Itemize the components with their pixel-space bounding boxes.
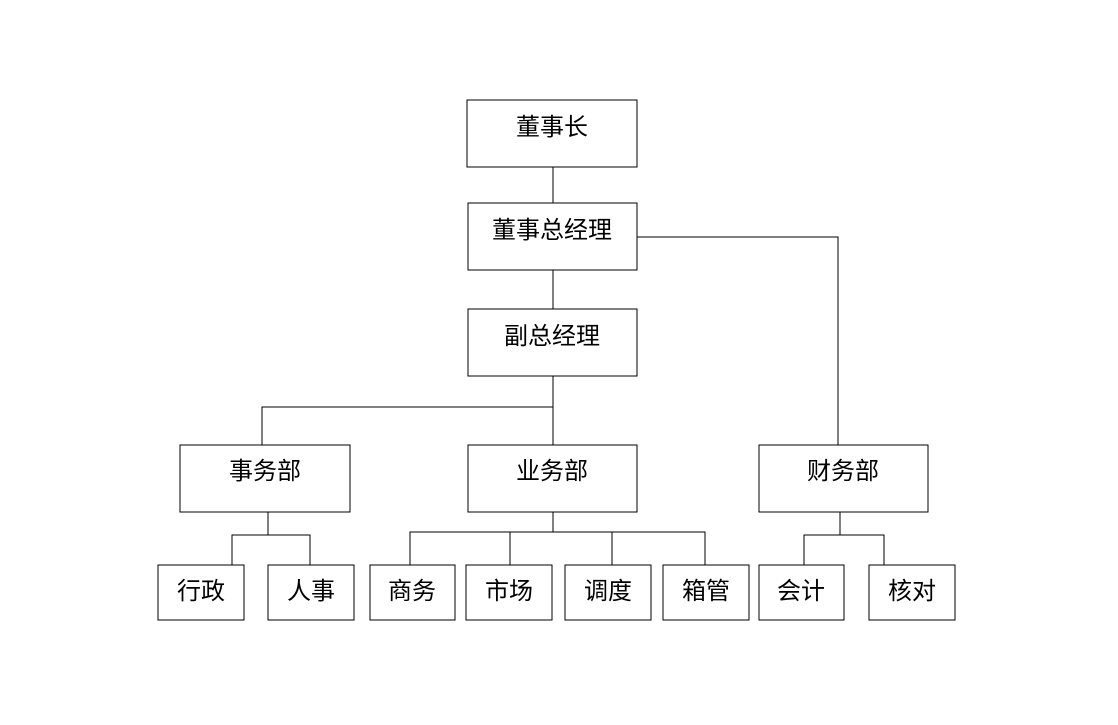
- node-accounting: 会计: [758, 564, 845, 621]
- node-dispatch: 调度: [564, 564, 652, 621]
- node-market: 市场: [465, 564, 553, 621]
- node-accounting-label: 会计: [777, 577, 825, 605]
- node-container: 箱管: [662, 564, 750, 621]
- node-admin: 行政: [157, 564, 245, 621]
- node-general-manager-label: 董事总经理: [492, 216, 612, 244]
- node-business-dept-label: 业务部: [516, 457, 588, 485]
- node-affairs-dept: 事务部: [179, 444, 351, 513]
- connectors: [231, 167, 885, 565]
- edge-business-children: [409, 531, 706, 565]
- node-business-dept: 业务部: [467, 444, 638, 513]
- node-admin-label: 行政: [177, 577, 225, 605]
- node-verification: 核对: [868, 564, 956, 621]
- edge-finance-children: [803, 534, 885, 565]
- node-market-label: 市场: [485, 577, 533, 605]
- edge-deputy-affairs: [261, 406, 553, 445]
- node-commerce-label: 商务: [388, 577, 436, 605]
- node-deputy-manager-label: 副总经理: [504, 322, 600, 350]
- node-hr: 人事: [267, 564, 355, 621]
- node-chairman: 董事长: [466, 99, 638, 168]
- node-deputy-manager: 副总经理: [467, 308, 638, 377]
- edge-gm-finance: [637, 236, 839, 445]
- node-container-label: 箱管: [682, 577, 730, 605]
- node-chairman-label: 董事长: [516, 113, 588, 141]
- node-verification-label: 核对: [888, 577, 936, 605]
- edge-affairs-children: [231, 534, 311, 565]
- node-finance-dept: 财务部: [758, 444, 929, 513]
- node-commerce: 商务: [369, 564, 456, 621]
- node-affairs-dept-label: 事务部: [229, 457, 301, 485]
- node-dispatch-label: 调度: [584, 577, 632, 605]
- node-hr-label: 人事: [287, 577, 335, 605]
- node-finance-dept-label: 财务部: [807, 457, 879, 485]
- node-general-manager: 董事总经理: [467, 202, 638, 271]
